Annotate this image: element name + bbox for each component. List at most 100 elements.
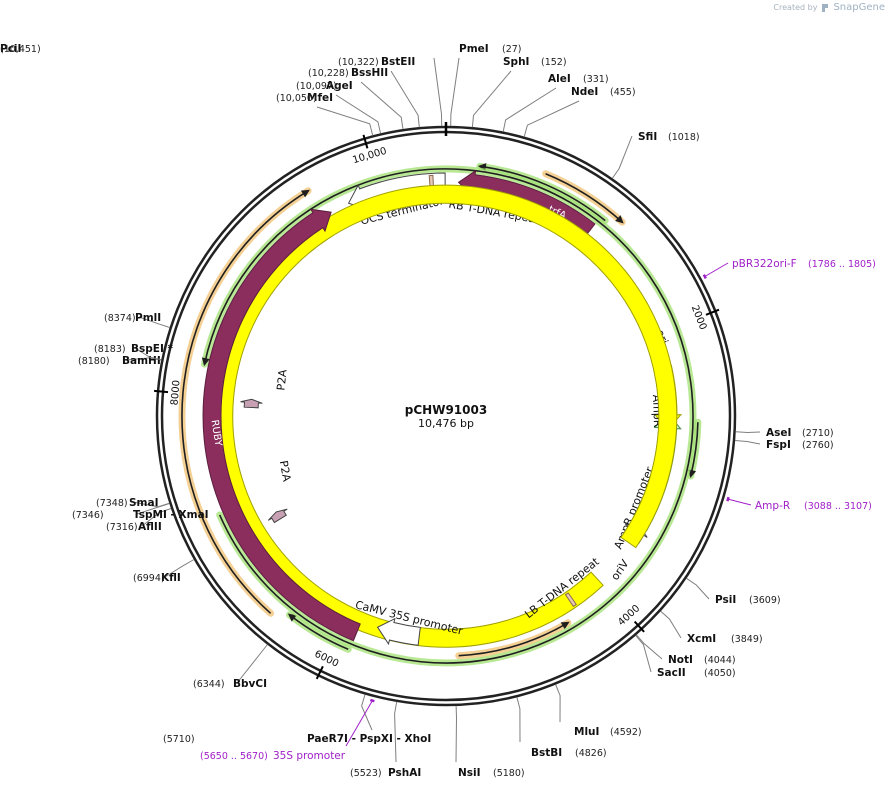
site-name: SfiI bbox=[638, 131, 657, 143]
site-name: PmeI bbox=[459, 43, 489, 55]
site-alei[interactable]: AleI(331) bbox=[502, 73, 609, 132]
primer-leader-line bbox=[345, 700, 373, 747]
site-smai[interactable]: SmaI(7348) bbox=[96, 497, 170, 509]
tick-label: 2000 bbox=[689, 304, 708, 332]
feature-arrow bbox=[240, 398, 263, 409]
site-leader-line bbox=[734, 440, 761, 445]
site-nsii[interactable]: NsiI(5180) bbox=[455, 705, 525, 779]
site-position: (10,228) bbox=[308, 68, 349, 79]
site-name: FspI bbox=[766, 439, 791, 451]
site-asei[interactable]: AseI (2710) bbox=[735, 427, 834, 439]
feature-arrow bbox=[564, 592, 577, 607]
site-fspi[interactable]: FspI(2760) bbox=[734, 439, 834, 451]
site-name: SphI bbox=[503, 56, 529, 68]
site-name: BbvCI bbox=[233, 678, 267, 690]
site-leader-line bbox=[236, 644, 268, 684]
site-name: BstEII bbox=[381, 56, 415, 68]
site-leader-line bbox=[502, 87, 557, 132]
site-leader-line bbox=[316, 106, 374, 136]
feature-arrow bbox=[267, 508, 288, 524]
primer-leader-line bbox=[727, 498, 752, 506]
site-name: MluI bbox=[574, 726, 599, 738]
site-sphi[interactable]: SphI(152) bbox=[471, 56, 567, 128]
site-name: AseI bbox=[766, 427, 791, 439]
site-bstbi[interactable]: BstBI(4826) bbox=[516, 697, 607, 759]
site-position: (7348) bbox=[96, 498, 128, 509]
site-name: NdeI bbox=[571, 86, 598, 98]
tick-mark bbox=[705, 308, 720, 316]
site-agei[interactable]: AgeI(10,097) bbox=[296, 80, 382, 134]
feature-label: P2A bbox=[274, 368, 289, 391]
site-leader-line bbox=[471, 70, 512, 128]
site-sacii[interactable]: SacII(4050) bbox=[635, 635, 736, 679]
site-aflii[interactable]: AflII(7316) bbox=[106, 508, 172, 534]
site-leader-line bbox=[735, 431, 761, 434]
feature-p2a[interactable]: P2A bbox=[240, 368, 290, 409]
site-position: (3849) bbox=[731, 634, 763, 645]
site-leader-line bbox=[523, 100, 580, 137]
tick-mark bbox=[153, 389, 169, 394]
site-leader-line bbox=[164, 559, 195, 578]
feature-p2a[interactable]: P2A bbox=[267, 459, 294, 524]
site-leader-line bbox=[394, 701, 398, 763]
feature-arrow bbox=[376, 617, 421, 646]
site-pcii[interactable]: PciI(10,451) bbox=[0, 43, 443, 127]
site-name: AgeI bbox=[326, 80, 353, 92]
site-leader-line bbox=[635, 635, 652, 673]
site-name: KflI bbox=[161, 572, 181, 584]
feature-ruby[interactable]: RUBY bbox=[202, 208, 361, 642]
site-leader-line bbox=[141, 508, 172, 527]
primer-name: Amp-R bbox=[755, 500, 790, 512]
feature-label: P2A bbox=[277, 459, 294, 483]
site-name: SacII bbox=[657, 667, 686, 679]
site-name: NotI bbox=[668, 654, 693, 666]
site-position: (7316) bbox=[106, 522, 138, 533]
site-leader-line bbox=[132, 501, 170, 508]
site-leader-line bbox=[660, 610, 682, 639]
orf-arc bbox=[178, 187, 312, 617]
site-pmli[interactable]: PmlI(8374) bbox=[104, 312, 170, 328]
site-name: BstBI bbox=[531, 747, 562, 759]
plasmid-name: pCHW91003 bbox=[405, 403, 487, 417]
primer-position: (5650 .. 5670) bbox=[200, 751, 268, 762]
site-name: XcmI bbox=[687, 633, 716, 645]
site-xcmi[interactable]: XcmI (3849) bbox=[660, 610, 763, 645]
primers: pBR322ori-F(1786 .. 1805) Amp-R (3088 .. 3… bbox=[200, 258, 876, 762]
orf-arc bbox=[286, 611, 352, 653]
site-position: (3609) bbox=[749, 595, 781, 606]
site-bbvci[interactable]: BbvCI(6344) bbox=[193, 644, 268, 691]
site-name: PsiI bbox=[715, 594, 736, 606]
site-pshai[interactable]: PshAI (5523) bbox=[350, 701, 421, 779]
site-sfii[interactable]: SfiI(1018) bbox=[611, 131, 700, 179]
tick-mark bbox=[633, 620, 645, 633]
plasmid-size: 10,476 bp bbox=[418, 417, 474, 430]
primer-amp-r[interactable]: Amp-R (3088 .. 3107) bbox=[726, 496, 872, 512]
primer-pbr322ori-f[interactable]: pBR322ori-F(1786 .. 1805) bbox=[702, 258, 876, 279]
site-pmei[interactable]: PmeI(27) bbox=[450, 43, 522, 127]
site-name: PshAI bbox=[388, 767, 421, 779]
site-position: (2710) bbox=[802, 428, 834, 439]
site-mfei[interactable]: MfeI(10,050) bbox=[276, 92, 374, 136]
site-ndei[interactable]: NdeI(455) bbox=[523, 86, 636, 137]
primer-position: (3088 .. 3107) bbox=[804, 501, 872, 512]
site-position: (6994) bbox=[133, 573, 165, 584]
tick-label: 6000 bbox=[313, 649, 341, 670]
site-psii[interactable]: PsiI (3609) bbox=[686, 577, 781, 606]
site-position: (10,451) bbox=[0, 44, 41, 55]
site-paer7i-pspxi-xhoi[interactable]: PaeR7I - PspXI - XhoI(5710) bbox=[163, 694, 431, 746]
site-bsshii[interactable]: BssHII(10,228) bbox=[308, 67, 404, 130]
primer-name: pBR322ori-F bbox=[732, 258, 797, 270]
site-bsteii[interactable]: BstEII(10,322) bbox=[338, 56, 420, 128]
site-kfli[interactable]: KflI(6994) bbox=[133, 559, 195, 585]
site-bspei-[interactable]: BspEI *(8183) bbox=[94, 343, 174, 361]
site-noti[interactable]: NotI(4044) bbox=[636, 634, 736, 666]
tick-mark bbox=[315, 665, 324, 680]
primer-35s-promoter[interactable]: 35S promoter(5650 .. 5670) bbox=[200, 698, 375, 762]
primer-leader-line bbox=[704, 262, 729, 277]
site-position: (5523) bbox=[350, 768, 382, 779]
site-leader-line bbox=[555, 684, 561, 723]
site-mlui[interactable]: MluI(4592) bbox=[555, 684, 642, 739]
site-leader-line bbox=[361, 694, 373, 731]
site-name: BspEI * bbox=[131, 343, 174, 355]
